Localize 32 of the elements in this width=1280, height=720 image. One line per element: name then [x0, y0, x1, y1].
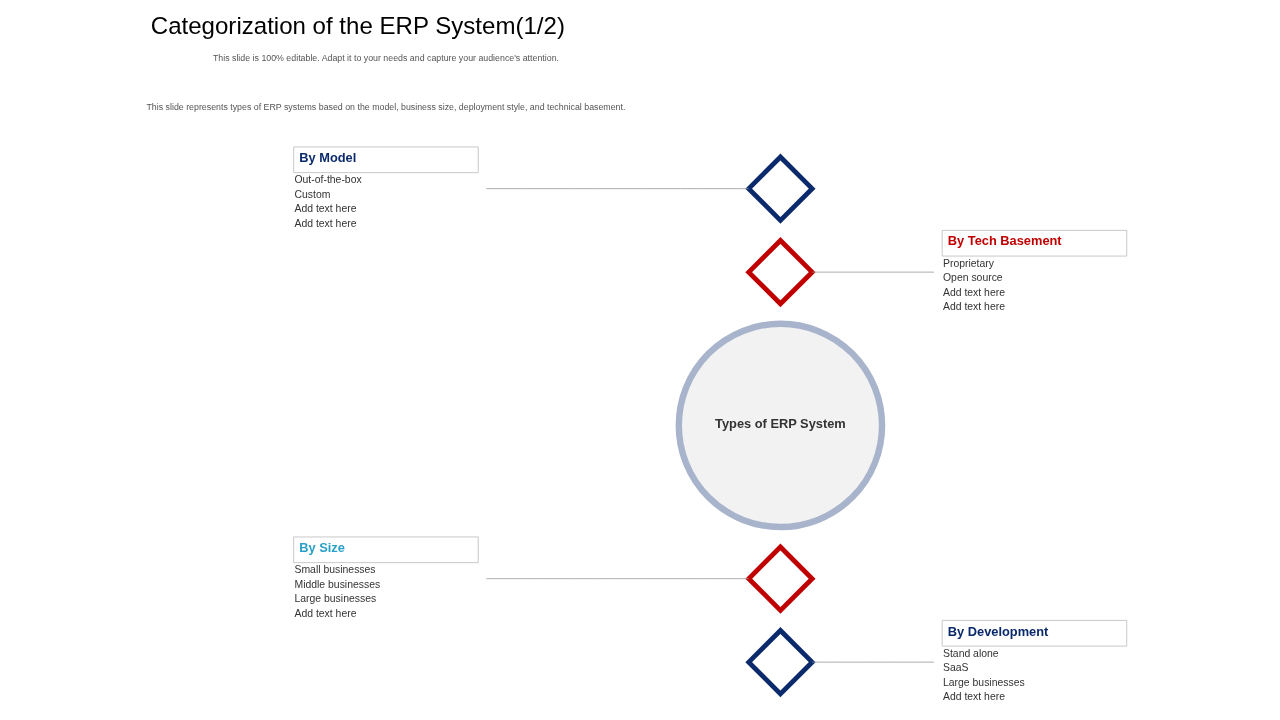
- connector: [486, 578, 750, 580]
- node-label: Custom: [294, 188, 331, 200]
- node-label: Stand alone: [943, 647, 999, 659]
- node-label: Middle businesses: [294, 578, 381, 590]
- node-label: Add text here: [943, 286, 1005, 298]
- node-label: Add text here: [294, 607, 357, 619]
- node-box: By Model: [293, 146, 479, 173]
- node-circle: Types of ERP System: [675, 320, 886, 531]
- node-box: By Size: [293, 536, 479, 564]
- node-label: Add text here: [943, 691, 1005, 703]
- label: This slide represents types of ERP systems based on the model, business size, deployment style, and technical basement.: [146, 101, 626, 112]
- node-label: Proprietary: [943, 257, 994, 269]
- node-diamond: [745, 543, 816, 614]
- connector: [811, 271, 935, 273]
- connector: [811, 661, 935, 663]
- diagram-title: Categorization of the ERP System(1/2): [150, 11, 565, 39]
- node-diamond: [745, 627, 816, 698]
- node-label: Out-of-the-box: [294, 174, 362, 186]
- node-box: By Tech Basement: [941, 230, 1128, 257]
- label: This slide is 100% editable. Adapt it to your needs and capture your audience's attention.: [212, 52, 559, 63]
- node-diamond: [745, 153, 816, 224]
- node-label: Small businesses: [294, 564, 376, 576]
- node-label: Add text here: [294, 217, 357, 229]
- node-label: Large businesses: [943, 676, 1025, 688]
- node-box: By Development: [941, 620, 1128, 647]
- node-label: Add text here: [943, 301, 1005, 313]
- node-label: SaaS: [943, 662, 969, 674]
- node-label: Open source: [943, 272, 1003, 284]
- connector: [486, 188, 750, 190]
- node-diamond: [745, 237, 816, 308]
- node-label: Large businesses: [294, 593, 377, 605]
- node-label: Add text here: [294, 203, 357, 215]
